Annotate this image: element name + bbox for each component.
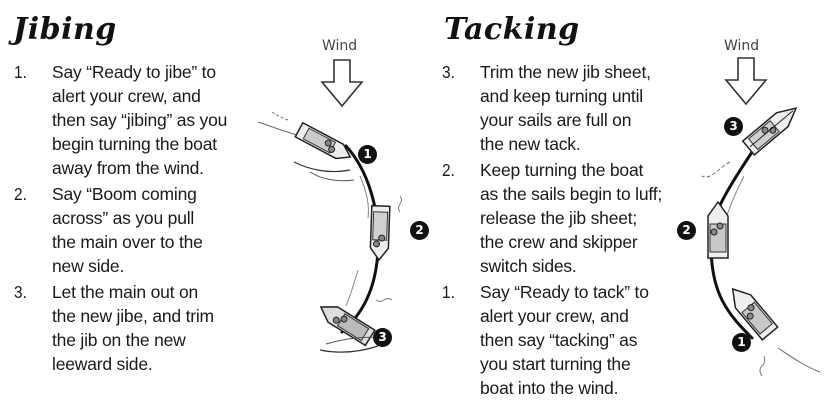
step-text: Say “Ready to jibe” to alert your crew, … — [52, 60, 227, 180]
tacking-badge-2: 2 — [677, 221, 696, 240]
step-number: 2. — [442, 160, 455, 180]
step-text: Trim the new jib sheet, and keep turning… — [480, 60, 651, 156]
step-number: 3. — [14, 282, 27, 302]
tacking-step-1: 1. Say “Ready to tack” to alert your cre… — [442, 280, 682, 400]
step-text: Say “Ready to tack” to alert your crew, … — [480, 280, 649, 400]
step-text: Let the main out on the new jibe, and tr… — [52, 280, 214, 376]
wind-arrow-icon — [320, 59, 364, 108]
step-line: as the sails begin to luff; — [480, 184, 663, 204]
tacking-wind-label: Wind — [724, 38, 760, 54]
step-text: Keep turning the boat as the sails begin… — [480, 158, 662, 278]
boat-position-3 — [741, 107, 798, 156]
tacking-step-3: 3. Trim the new jib sheet, and keep turn… — [442, 60, 682, 156]
step-line: alert your crew, and — [480, 306, 629, 326]
step-line: across” as you pull — [52, 208, 195, 228]
tacking-boat-path-diagram — [701, 107, 821, 377]
step-line: then say “jibing” as you — [52, 110, 228, 130]
jibing-badge-1: 1 — [358, 145, 377, 164]
jibing-badge-2: 2 — [410, 221, 429, 240]
step-line: away from the wind. — [52, 158, 204, 178]
step-number: 2. — [14, 184, 27, 204]
step-line: your sails are full on — [480, 110, 632, 130]
jibing-boat-path-diagram — [257, 111, 402, 353]
boat-position-3 — [319, 306, 376, 347]
step-line: Say “Ready to jibe” to — [52, 62, 216, 82]
step-line: the new jibe, and trim — [52, 306, 214, 326]
step-line: boat into the wind. — [480, 378, 619, 398]
step-line: and keep turning until — [480, 86, 643, 106]
step-line: Keep turning the boat — [480, 160, 644, 180]
jibing-step-3: 3. Let the main out on the new jibe, and… — [14, 280, 254, 376]
boat-position-2 — [707, 200, 729, 259]
boat-position-1 — [731, 287, 779, 341]
tacking-badge-1: 1 — [732, 333, 751, 352]
wind-arrow-icon — [724, 57, 768, 106]
step-line: Let the main out on — [52, 282, 199, 302]
jibing-title: Jibing — [13, 12, 117, 47]
step-line: Trim the new jib sheet, — [480, 62, 651, 82]
step-line: new side. — [52, 256, 125, 276]
step-line: you start turning the — [480, 354, 631, 374]
jibing-wind-label: Wind — [322, 38, 358, 54]
tacking-step-2: 2. Keep turning the boat as the sails be… — [442, 158, 682, 278]
step-number: 1. — [14, 62, 27, 82]
step-line: switch sides. — [480, 256, 577, 276]
step-line: alert your crew, and — [52, 86, 201, 106]
tacking-title: Tacking — [444, 12, 580, 47]
step-number: 1. — [442, 282, 455, 302]
step-line: the new tack. — [480, 134, 581, 154]
step-line: leeward side. — [52, 354, 153, 374]
boat-position-1 — [294, 121, 352, 160]
step-line: Say “Boom coming — [52, 184, 197, 204]
jibing-step-1: 1. Say “Ready to jibe” to alert your cre… — [14, 60, 254, 180]
step-line: the jib on the new — [52, 330, 186, 350]
step-line: release the jib sheet; — [480, 208, 638, 228]
tacking-badge-3: 3 — [724, 117, 743, 136]
step-line: then say “tacking” as — [480, 330, 638, 350]
step-line: begin turning the boat — [52, 134, 217, 154]
boat-position-2 — [369, 204, 391, 262]
step-line: the main over to the — [52, 232, 203, 252]
jibing-step-2: 2. Say “Boom coming across” as you pull … — [14, 182, 254, 278]
tacking-steps: 3. Trim the new jib sheet, and keep turn… — [442, 60, 682, 402]
step-line: Say “Ready to tack” to — [480, 282, 649, 302]
jibing-badge-3: 3 — [373, 328, 392, 347]
step-number: 3. — [442, 62, 455, 82]
jibing-steps: 1. Say “Ready to jibe” to alert your cre… — [14, 60, 254, 378]
step-line: the crew and skipper — [480, 232, 638, 252]
step-text: Say “Boom coming across” as you pull the… — [52, 182, 203, 278]
